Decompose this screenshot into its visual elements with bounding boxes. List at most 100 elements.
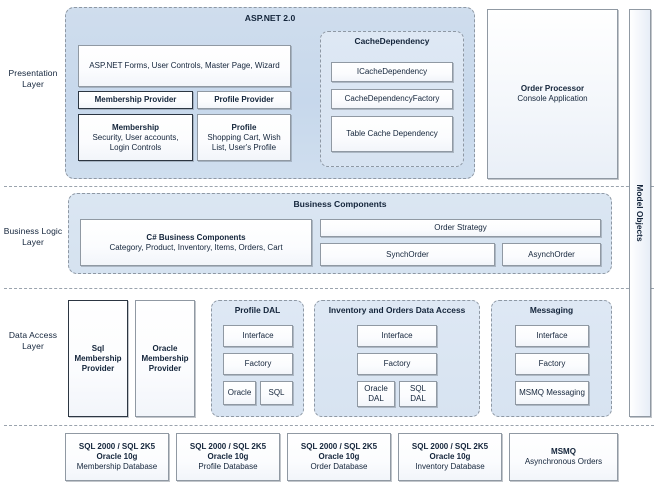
oracle-membership-provider-box: Oracle Membership Provider bbox=[135, 300, 195, 417]
profile-feature-detail: Shopping Cart, Wish List, User's Profile bbox=[207, 132, 281, 152]
messaging-interface-box: Interface bbox=[515, 325, 589, 347]
msmq-messaging-box: MSMQ Messaging bbox=[515, 381, 589, 405]
layer-label-business-line1: Business Logic bbox=[3, 226, 63, 236]
oracle-membership-provider-line2: Membership bbox=[141, 353, 189, 363]
profile-dal-sql-box: SQL bbox=[260, 381, 293, 405]
cache-dependency-title: CacheDependency bbox=[354, 36, 430, 46]
layer-label-presentation-line2: Layer bbox=[22, 79, 44, 89]
database-msmq-line1: MSMQ bbox=[551, 447, 576, 456]
profile-feature-box: Profile Shopping Cart, Wish List, User's… bbox=[197, 114, 291, 161]
order-strategy-box: Order Strategy bbox=[320, 219, 601, 237]
layer-label-business-line2: Layer bbox=[22, 237, 44, 247]
asynch-order-box: AsynchOrder bbox=[502, 243, 601, 266]
database-membership-line2: Oracle 10g bbox=[96, 452, 138, 461]
order-processor-subtitle: Console Application bbox=[517, 94, 588, 103]
layer-label-data-line2: Layer bbox=[22, 341, 44, 351]
messaging-interface-label: Interface bbox=[536, 331, 568, 340]
layer-label-presentation: Presentation Layer bbox=[2, 68, 64, 90]
inventory-orders-sql-dal-box: SQL DAL bbox=[399, 381, 437, 407]
inventory-orders-oracle-dal-line2: DAL bbox=[368, 394, 384, 403]
layer-label-presentation-line1: Presentation bbox=[8, 68, 58, 78]
database-membership-line1: SQL 2000 / SQL 2K5 bbox=[78, 442, 156, 451]
database-box-inventory: SQL 2000 / SQL 2K5 Oracle 10g Inventory … bbox=[398, 433, 502, 481]
profile-dal-oracle-box: Oracle bbox=[223, 381, 256, 405]
inventory-orders-oracle-dal-line1: Oracle bbox=[364, 384, 388, 393]
oracle-membership-provider-line3: Provider bbox=[148, 363, 182, 373]
aspnet-group-title: ASP.NET 2.0 bbox=[244, 13, 296, 23]
membership-provider-label: Membership Provider bbox=[94, 95, 177, 104]
messaging-factory-box: Factory bbox=[515, 353, 589, 375]
database-inventory-line2: Oracle 10g bbox=[429, 452, 471, 461]
database-box-profile: SQL 2000 / SQL 2K5 Oracle 10g Profile Da… bbox=[176, 433, 280, 481]
cachedependencyfactory-box: CacheDependencyFactory bbox=[331, 89, 453, 109]
model-objects-label: Model Objects bbox=[635, 184, 645, 242]
table-cache-dependency-label: Table Cache Dependency bbox=[346, 129, 438, 138]
layer-label-data: Data Access Layer bbox=[2, 330, 64, 352]
inventory-orders-factory-label: Factory bbox=[383, 359, 411, 368]
sql-membership-provider-line1: Sql bbox=[91, 343, 105, 353]
aspnet-forms-label: ASP.NET Forms, User Controls, Master Pag… bbox=[89, 61, 280, 70]
inventory-orders-sql-dal-line1: SQL bbox=[409, 384, 426, 393]
inventory-orders-factory-box: Factory bbox=[357, 353, 437, 375]
messaging-factory-label: Factory bbox=[538, 359, 566, 368]
icachedependency-box: ICacheDependency bbox=[331, 62, 453, 82]
membership-feature-title: Membership bbox=[111, 122, 160, 132]
layer-separator-presentation-business bbox=[4, 186, 654, 187]
table-cache-dependency-box: Table Cache Dependency bbox=[331, 116, 453, 152]
csharp-business-components-box: C# Business Components Category, Product… bbox=[80, 219, 312, 266]
inventory-orders-dal-title: Inventory and Orders Data Access bbox=[328, 305, 466, 315]
business-components-group-title: Business Components bbox=[293, 199, 387, 209]
asynch-order-label: AsynchOrder bbox=[528, 249, 575, 259]
database-profile-line2: Oracle 10g bbox=[207, 452, 249, 461]
profile-dal-factory-label: Factory bbox=[244, 359, 272, 368]
database-box-msmq: MSMQ Asynchronous Orders bbox=[509, 433, 618, 481]
csharp-business-components-title: C# Business Components bbox=[146, 232, 246, 242]
sql-membership-provider-line3: Provider bbox=[81, 363, 115, 373]
profile-dal-title: Profile DAL bbox=[234, 305, 281, 315]
messaging-title: Messaging bbox=[529, 305, 574, 315]
sql-membership-provider-box: Sql Membership Provider bbox=[68, 300, 128, 417]
profile-dal-sql-label: SQL bbox=[268, 388, 285, 397]
database-profile-line3: Profile Database bbox=[198, 462, 258, 471]
order-processor-box: Order Processor Console Application bbox=[487, 9, 618, 179]
inventory-orders-oracle-dal-box: Oracle DAL bbox=[357, 381, 395, 407]
order-processor-title: Order Processor bbox=[520, 84, 585, 93]
profile-dal-factory-box: Factory bbox=[223, 353, 293, 375]
msmq-messaging-label: MSMQ Messaging bbox=[519, 388, 585, 397]
layer-label-data-line1: Data Access bbox=[8, 330, 58, 340]
database-membership-line3: Membership Database bbox=[76, 462, 158, 471]
profile-provider-label: Profile Provider bbox=[214, 95, 274, 104]
layer-label-business: Business Logic Layer bbox=[2, 226, 64, 248]
database-box-order: SQL 2000 / SQL 2K5 Oracle 10g Order Data… bbox=[287, 433, 391, 481]
icachedependency-label: ICacheDependency bbox=[356, 67, 428, 76]
cachedependencyfactory-label: CacheDependencyFactory bbox=[344, 94, 440, 103]
layer-separator-business-data bbox=[4, 288, 654, 289]
inventory-orders-interface-label: Interface bbox=[381, 331, 413, 340]
sql-membership-provider-line2: Membership bbox=[74, 353, 122, 363]
database-inventory-line3: Inventory Database bbox=[415, 462, 485, 471]
database-msmq-line2: Asynchronous Orders bbox=[524, 457, 603, 466]
membership-feature-box: Membership Security, User accounts, Logi… bbox=[78, 114, 193, 161]
model-objects-bar: Model Objects bbox=[629, 9, 651, 417]
membership-provider-box: Membership Provider bbox=[78, 91, 193, 109]
aspnet-forms-box: ASP.NET Forms, User Controls, Master Pag… bbox=[78, 45, 291, 87]
database-order-line2: Oracle 10g bbox=[318, 452, 360, 461]
layer-separator-data-databases bbox=[4, 425, 654, 426]
oracle-membership-provider-line1: Oracle bbox=[152, 343, 178, 353]
database-profile-line1: SQL 2000 / SQL 2K5 bbox=[189, 442, 267, 451]
inventory-orders-interface-box: Interface bbox=[357, 325, 437, 347]
database-box-membership: SQL 2000 / SQL 2K5 Oracle 10g Membership… bbox=[65, 433, 169, 481]
csharp-business-components-detail: Category, Product, Inventory, Items, Ord… bbox=[109, 242, 283, 252]
profile-dal-interface-box: Interface bbox=[223, 325, 293, 347]
profile-feature-title: Profile bbox=[231, 122, 257, 132]
synch-order-label: SynchOrder bbox=[386, 249, 429, 259]
profile-provider-box: Profile Provider bbox=[197, 91, 291, 109]
database-order-line3: Order Database bbox=[310, 462, 368, 471]
profile-dal-oracle-label: Oracle bbox=[227, 388, 252, 397]
synch-order-box: SynchOrder bbox=[320, 243, 495, 266]
profile-dal-interface-label: Interface bbox=[242, 331, 274, 340]
database-order-line1: SQL 2000 / SQL 2K5 bbox=[300, 442, 378, 451]
database-inventory-line1: SQL 2000 / SQL 2K5 bbox=[411, 442, 489, 451]
order-strategy-label: Order Strategy bbox=[434, 223, 487, 232]
